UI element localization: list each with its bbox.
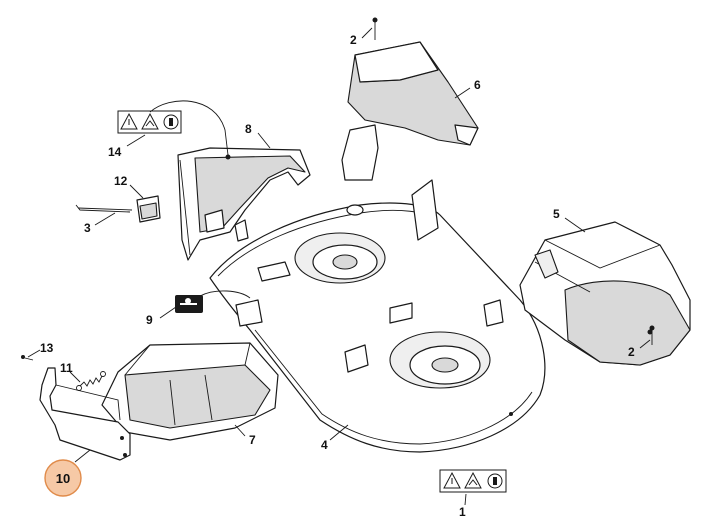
callout-2-top[interactable]: 2	[350, 33, 357, 47]
left-spindle	[294, 204, 386, 284]
warning-sticker-14[interactable]	[117, 100, 229, 156]
hand-hazard-icon	[464, 471, 482, 489]
screw-top[interactable]	[372, 17, 378, 41]
latch-12[interactable]	[136, 195, 161, 223]
callout-5[interactable]: 5	[553, 207, 560, 221]
callout-12[interactable]: 12	[114, 174, 128, 188]
callout-10[interactable]: 10	[56, 471, 70, 486]
callout-11[interactable]: 11	[60, 361, 73, 375]
callout-8[interactable]: 8	[245, 122, 252, 136]
callout-7[interactable]: 7	[249, 433, 256, 447]
callout-2-right[interactable]: 2	[628, 345, 635, 359]
spring-11[interactable]	[76, 371, 106, 391]
screw-right[interactable]	[649, 325, 655, 346]
callout-14[interactable]: 14	[108, 145, 122, 159]
hand-hazard-icon	[141, 112, 159, 130]
read-manual-icon	[487, 473, 503, 489]
mulch-plug-icon	[180, 298, 197, 305]
mulch-plug-9[interactable]	[175, 290, 251, 313]
highlight-circle	[44, 459, 82, 497]
rear-cover[interactable]	[341, 41, 479, 181]
screw-13[interactable]	[21, 355, 34, 361]
rod-3[interactable]	[75, 204, 133, 213]
left-deflector[interactable]	[177, 147, 311, 261]
callout-10-highlight[interactable]: 10	[44, 459, 82, 497]
callout-6[interactable]: 6	[474, 78, 481, 92]
right-spindle	[389, 331, 491, 389]
warning-triangle-icon	[443, 471, 461, 489]
callout-4[interactable]: 4	[321, 438, 328, 452]
warning-triangle-icon	[120, 112, 138, 130]
side-cover[interactable]	[101, 342, 279, 441]
bracket-10[interactable]	[39, 367, 131, 461]
callout-9[interactable]: 9	[146, 313, 153, 327]
callout-13[interactable]: 13	[40, 341, 54, 355]
warning-sticker-1[interactable]	[439, 469, 507, 493]
mower-deck[interactable]	[209, 179, 546, 453]
callout-3[interactable]: 3	[84, 221, 91, 235]
callout-1[interactable]: 1	[459, 505, 466, 519]
read-manual-icon	[163, 114, 179, 130]
leader-lines	[27, 27, 651, 506]
discharge-chute[interactable]	[519, 221, 691, 366]
